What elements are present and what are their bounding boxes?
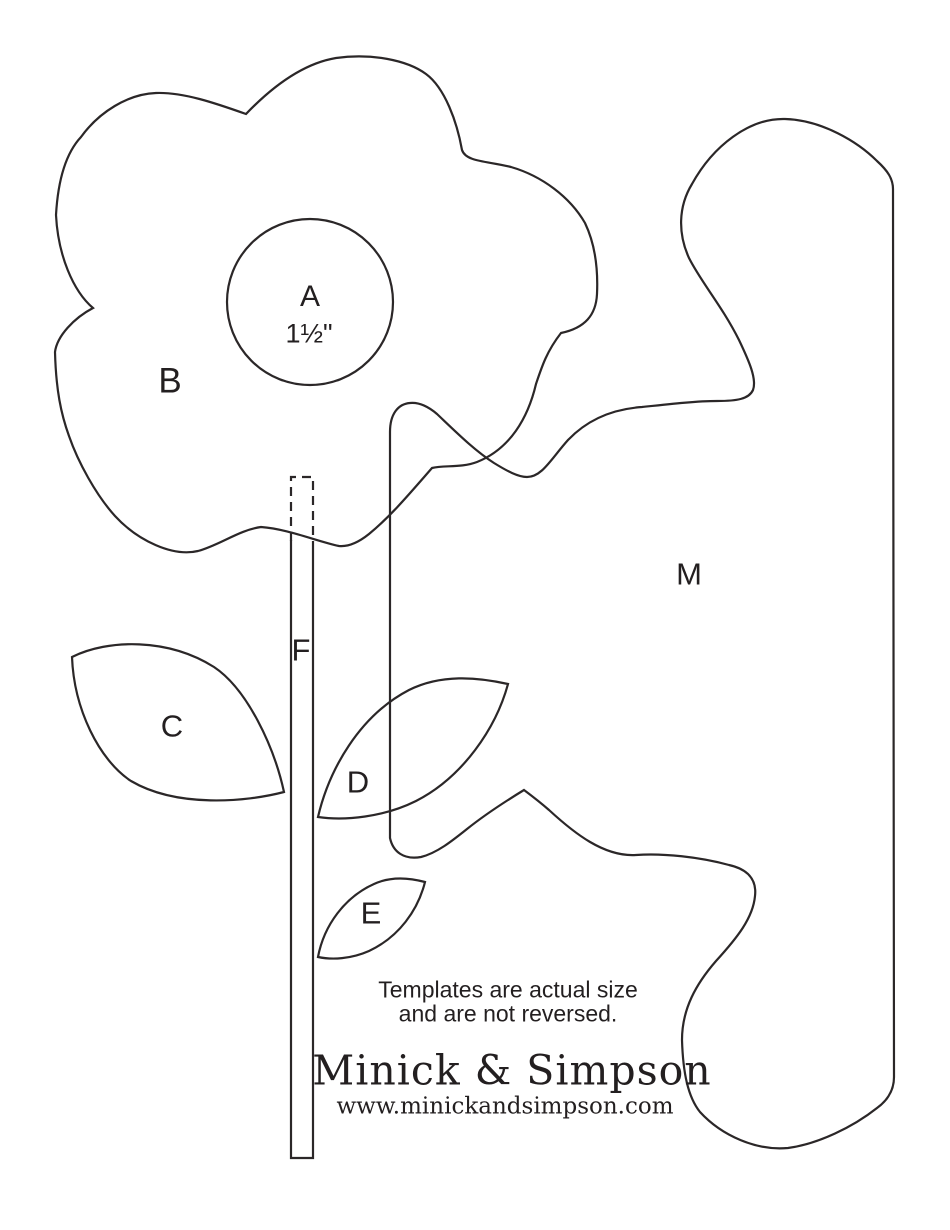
- label-piece-m: M: [676, 556, 702, 592]
- brand-logo-text: Minick & Simpson: [312, 1046, 712, 1095]
- brand-website-url: www.minickandsimpson.com: [336, 1093, 674, 1120]
- label-piece-a-size: 1½": [285, 318, 333, 349]
- label-piece-d: D: [346, 764, 370, 800]
- label-piece-a: A: [299, 280, 321, 313]
- leaf-c-outline: [70, 643, 286, 802]
- flower-b-outline: [53, 55, 599, 554]
- stem-f-dashed-outline: [289, 475, 315, 546]
- flower-center-a-outline: [225, 217, 395, 387]
- caption-line-2: and are not reversed.: [398, 1000, 618, 1027]
- background-piece-m-outline: [388, 117, 896, 1150]
- label-piece-e: E: [360, 895, 382, 931]
- label-piece-b: B: [158, 361, 182, 401]
- leaf-d-outline: [316, 677, 510, 820]
- label-piece-f: F: [291, 632, 311, 668]
- label-piece-c: C: [160, 708, 184, 744]
- caption-line-1: Templates are actual size: [378, 976, 638, 1003]
- stem-f-outline: [289, 540, 315, 1160]
- leaf-e-outline: [316, 877, 427, 960]
